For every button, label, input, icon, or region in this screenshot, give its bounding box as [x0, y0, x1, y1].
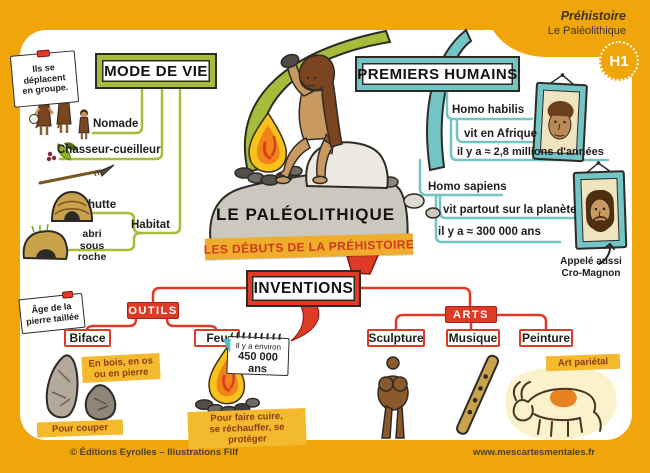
note-cro-magnon: Appelé aussi Cro-Magnon: [556, 256, 626, 279]
label-sapiens-fact1: vit partout sur la planète: [443, 204, 577, 216]
highlight-fire-use: Pour faire cuire, se réchauffer, se prot…: [187, 407, 307, 450]
highlight-line: se réchauffer, se protéger: [209, 421, 285, 446]
item-biface: Biface: [64, 329, 111, 347]
cave-painting-icon: [505, 367, 617, 440]
flute-icon: [456, 354, 500, 435]
label-homo-habilis: Homo habilis: [452, 104, 525, 116]
subbranch-outils: OUTILS: [127, 302, 179, 319]
label-homo-sapiens: Homo sapiens: [428, 181, 507, 193]
inventions-branch-lines: [85, 286, 548, 332]
item-sculpture: Sculpture: [367, 329, 425, 347]
label-habilis-fact1: vit en Afrique: [464, 128, 538, 140]
mode-de-vie-branch-lines: [58, 85, 182, 252]
branch-inventions: INVENTIONS: [248, 272, 359, 305]
label-sapiens-fact2: il y a ≈ 300 000 ans: [438, 226, 541, 238]
label-line: abri: [82, 228, 102, 240]
chapter-badge: H1: [599, 41, 639, 81]
spiral-binding-icon: [230, 332, 285, 340]
label-nomade: Nomade: [93, 118, 139, 130]
map-title: LE PALÉOLITHIQUE: [216, 205, 396, 224]
label-habitat: Habitat: [131, 219, 170, 231]
highlight-line: ou en pierre: [93, 366, 149, 381]
venus-figurine-icon: [377, 356, 409, 439]
page-fold-icon: [222, 338, 231, 354]
chapter-title: Le Paléolithique: [547, 25, 626, 37]
label-chasseur-cueilleur: Chasseur-cueilleur: [57, 144, 161, 156]
spear-icon: [38, 164, 115, 185]
rock-shelter-icon: [22, 223, 69, 261]
item-musique: Musique: [446, 329, 500, 347]
item-peinture: Peinture: [519, 329, 573, 347]
note-group-travel: Ils se déplacent en groupe.: [9, 49, 80, 108]
branch-mode-de-vie: MODE DE VIE: [97, 55, 215, 87]
notepad-fire-date: Il y a environ 450 000 ans: [222, 332, 290, 377]
highlight-art-parietal: Art pariétal: [545, 353, 621, 372]
cro-magnon-arrow: [598, 243, 615, 265]
footer-website: www.mescartesmentales.fr: [472, 447, 595, 458]
homo-sapiens-portrait: [572, 161, 628, 250]
highlight-biface-material: En bois, en os ou en pierre: [81, 352, 161, 384]
hut-icon: [50, 190, 94, 222]
pin-icon: [36, 49, 51, 58]
label-habilis-fact2: il y a ≈ 2,8 millions d'années: [457, 146, 604, 158]
subject-title: Préhistoire: [560, 9, 626, 23]
highlight-pour-couper: Pour couper: [36, 419, 124, 438]
gatherer-leaf-icon: [46, 142, 77, 162]
label-abri-sous-roche: abri sous roche: [64, 228, 120, 264]
label-hutte: hutte: [88, 199, 117, 211]
biface-stones-icon: [45, 354, 117, 421]
branch-premiers-humains: PREMIERS HUMAINS: [357, 58, 518, 90]
pin-icon: [61, 290, 74, 299]
label-line: sous roche: [77, 239, 107, 263]
note-line: Cro-Magnon: [561, 267, 621, 279]
caveman-illustration: [275, 53, 389, 190]
note-line: Appelé aussi: [560, 256, 622, 267]
subbranch-arts: ARTS: [445, 306, 497, 323]
footer-credit: © Éditions Eyrolles – Illustrations Filf: [70, 447, 239, 458]
homo-habilis-portrait: [532, 73, 588, 163]
notepad-line: 450 000 ans: [237, 350, 279, 376]
